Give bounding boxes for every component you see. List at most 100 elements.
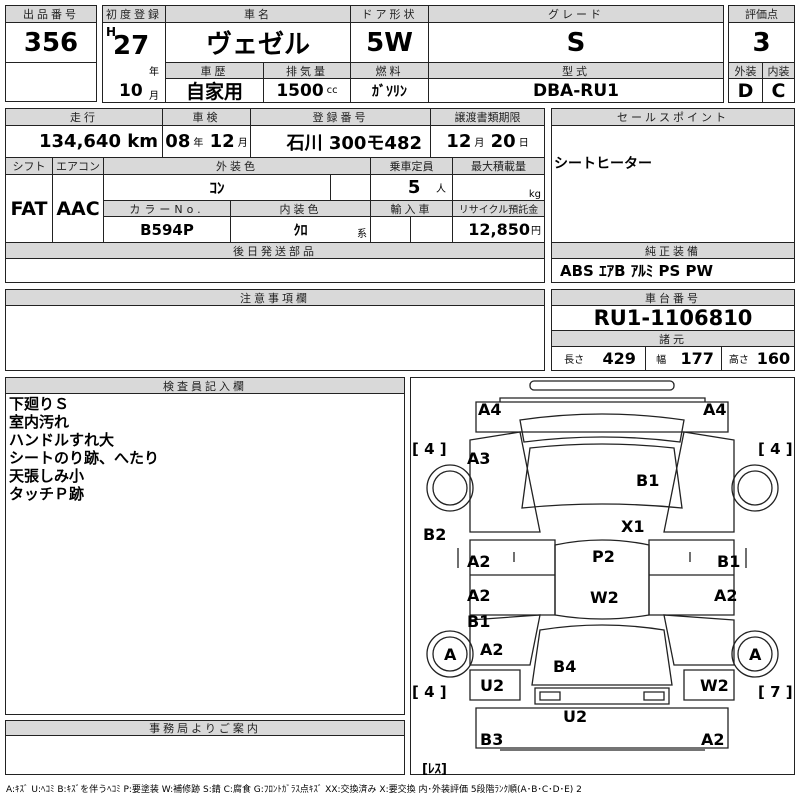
displacement-unit: cc [326,85,338,96]
damage-mark: X1 [621,517,645,536]
damage-mark: [ 4 ] [412,440,447,458]
capacity-label: 乗車定員 [370,157,453,175]
damage-mark: A2 [714,586,738,605]
height: 高さ 160 [721,346,795,371]
sales-point-body: シートヒーター [551,125,795,243]
chassis-label: 車台番号 [551,289,795,306]
door-label: ドア形状 [350,5,429,23]
inspection-year: 08 [165,131,191,152]
ext-color: ｺﾝ [103,174,331,201]
int-color-value: ｸﾛ [293,222,308,239]
exterior-label: 外装 [728,62,763,79]
damage-mark: B3 [480,730,504,749]
capacity-value: 5 [407,177,421,198]
aircon-label: エアコン [52,157,104,175]
color-number: B594P [103,216,231,243]
capacity: 5 人 [370,174,453,201]
later-parts-body [5,258,545,283]
max-load-unit: kg [528,189,541,200]
car-name-label: 車名 [165,5,351,23]
damage-mark: A2 [467,586,491,605]
transfer-label: 譲渡書類期限 [430,108,545,126]
note-line: 室内汚れ [9,413,70,431]
ext-color-label: 外装色 [103,157,371,175]
damage-mark: A4 [478,400,502,419]
mileage-unit: km [127,131,158,152]
transfer-day-unit: 日 [518,138,529,149]
history-label: 車歴 [165,62,264,79]
score-label: 評価点 [728,5,795,23]
damage-mark: [ 4 ] [412,683,447,701]
plate-number: 石川 300モ482 [250,125,431,158]
fuel: ｶﾞｿﾘﾝ [350,78,429,103]
damage-mark: B1 [717,552,741,571]
equipment: ABS ｴｱB ｱﾙﾐ PS PW [551,258,795,283]
caution-body [5,305,545,371]
shift-label: シフト [5,157,53,175]
damage-mark: [ 7 ] [758,683,793,701]
int-color-suffix: 系 [357,229,367,240]
recycle-unit: 円 [531,226,541,237]
damage-mark: W2 [700,676,729,695]
inspection-label: 車検 [162,108,251,126]
inspector-label: 検査員記入欄 [5,377,405,394]
equipment-label: 純正装備 [551,242,795,259]
model-code: DBA-RU1 [428,78,724,103]
sales-point-label: セールスポイント [551,108,795,126]
damage-mark: B4 [553,657,577,676]
height-value: 160 [756,349,791,368]
aircon: AAC [52,174,104,243]
damage-mark: W2 [590,588,619,607]
note-line: 下廻りＳ [9,395,70,413]
damage-mark: [ 4 ] [758,440,793,458]
recycle-label: リサイクル預託金 [452,200,545,217]
damage-mark: A [749,645,762,664]
recycle-value: 12,850 [468,220,530,239]
chassis-number: RU1-1106810 [551,305,795,331]
note-line: シートのり跡、へたり [9,449,160,467]
damage-mark: A2 [701,730,725,749]
displacement-value: 1500 [276,80,324,101]
grade-label: グレード [428,5,724,23]
inspector-notes: 下廻りＳ 室内汚れ ハンドルすれ大 シートのり跡、へたり 天張しみ小 タッチＰ跡 [9,395,159,503]
era: H [106,25,117,39]
damage-mark: A [444,645,457,664]
inspector-body [5,393,405,715]
max-load-label: 最大積載量 [452,157,545,175]
width-label: 幅 [656,355,667,366]
fuel-label: 燃料 [350,62,429,79]
capacity-unit: 人 [436,184,446,195]
caution-label: 注意事項欄 [5,289,545,306]
first-reg-month: 10 [119,81,143,101]
first-reg-label: 初度登録 [102,5,166,23]
inspection-month: 12 [209,131,235,152]
damage-mark: [ﾚｽ] [422,762,447,777]
month-unit: 月 [149,91,159,102]
exterior-grade: D [728,78,763,103]
damage-mark: B1 [467,612,491,631]
note-line: タッチＰ跡 [9,485,85,503]
damage-mark: U2 [480,676,505,695]
sales-point-text: シートヒーター [554,156,652,172]
import-cell-1 [370,216,411,243]
damage-mark: P2 [592,547,615,566]
int-color-label: 内装色 [230,200,371,217]
damage-mark: A2 [480,640,504,659]
year-unit: 年 [149,67,159,78]
door-type: 5W [350,22,429,63]
note-line: ハンドルすれ大 [9,431,115,449]
inspection-year-unit: 年 [193,138,204,149]
history: 自家用 [165,78,264,103]
later-parts-label: 後日発送部品 [5,242,545,259]
mileage-value: 134,640 [39,131,121,152]
grade: S [428,22,724,63]
length-label: 長さ [564,355,585,366]
inspection-month-unit: 月 [237,138,248,149]
height-label: 高さ [728,355,749,366]
length-value: 429 [602,349,636,368]
legend: A:ｷｽﾞ U:ﾍｺﾐ B:ｷｽﾞを伴うﾍｺﾐ P:要塗装 W:補修跡 S:錆 … [6,785,582,795]
shift: FAT [5,174,53,243]
damage-mark: A4 [703,400,727,419]
